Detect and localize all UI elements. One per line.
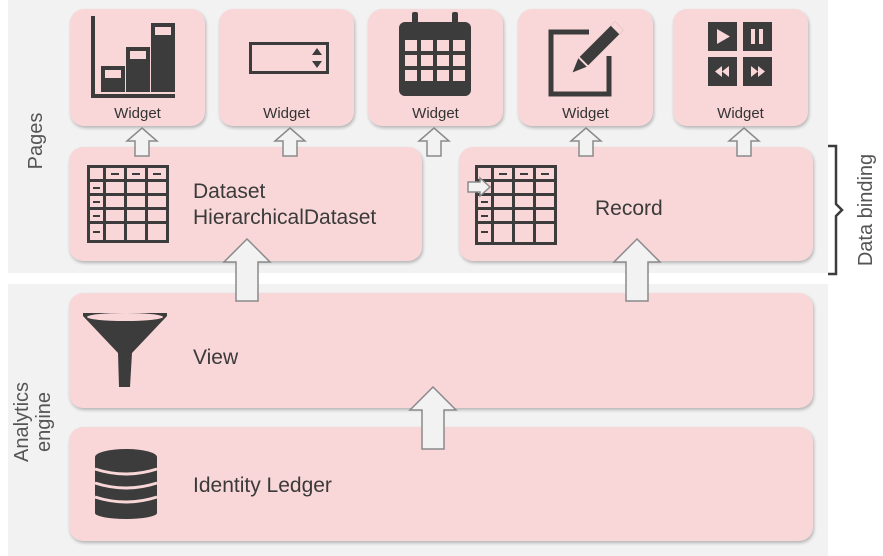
edit-icon	[548, 21, 624, 97]
dataset-label: Dataset HierarchicalDataset	[193, 179, 376, 231]
media-controls-icon	[708, 22, 772, 86]
pages-section-label: Pages	[25, 112, 47, 170]
widget-label: Widget	[412, 105, 459, 122]
analytics-label-line1: Analytics	[11, 381, 33, 463]
widget-spinner[interactable]: Widget	[219, 9, 354, 126]
widget-edit[interactable]: Widget	[518, 9, 653, 126]
arrow-up-icon	[568, 127, 604, 157]
arrow-up-icon	[726, 127, 762, 157]
widget-label: Widget	[562, 105, 609, 122]
view-label: View	[193, 346, 239, 369]
database-icon	[94, 449, 158, 519]
arrow-up-icon	[416, 127, 452, 157]
identity-ledger-label: Identity Ledger	[193, 474, 332, 497]
bar-chart-icon	[91, 16, 175, 98]
dataset-label-line1: Dataset	[193, 180, 266, 203]
arrow-up-icon	[612, 237, 662, 302]
dataset-label-line2: HierarchicalDataset	[193, 206, 377, 229]
table-icon	[87, 165, 169, 243]
widget-label: Widget	[114, 105, 161, 122]
widget-label: Widget	[717, 105, 764, 122]
calendar-icon	[399, 12, 471, 96]
arrow-up-icon	[272, 127, 308, 157]
data-binding-bracket	[828, 144, 844, 276]
arrow-up-icon	[124, 127, 160, 157]
funnel-icon	[83, 313, 167, 387]
table-row-pointer-icon	[467, 165, 557, 245]
widget-media-controls[interactable]: Widget	[673, 9, 808, 126]
analytics-label-line2: engine	[33, 391, 55, 453]
dataset-box[interactable]: Dataset HierarchicalDataset	[69, 147, 422, 261]
arrow-up-icon	[408, 385, 458, 450]
spinner-input-icon	[249, 42, 329, 74]
widget-calendar[interactable]: Widget	[368, 9, 503, 126]
widget-label: Widget	[263, 105, 310, 122]
data-binding-label: Data binding	[855, 153, 877, 267]
arrow-up-icon	[222, 237, 272, 302]
view-box[interactable]: View	[69, 293, 813, 408]
record-label: Record	[595, 197, 663, 220]
analytics-engine-section-label: Analytics engine	[11, 362, 55, 482]
widget-bar-chart[interactable]: Widget	[70, 9, 205, 126]
